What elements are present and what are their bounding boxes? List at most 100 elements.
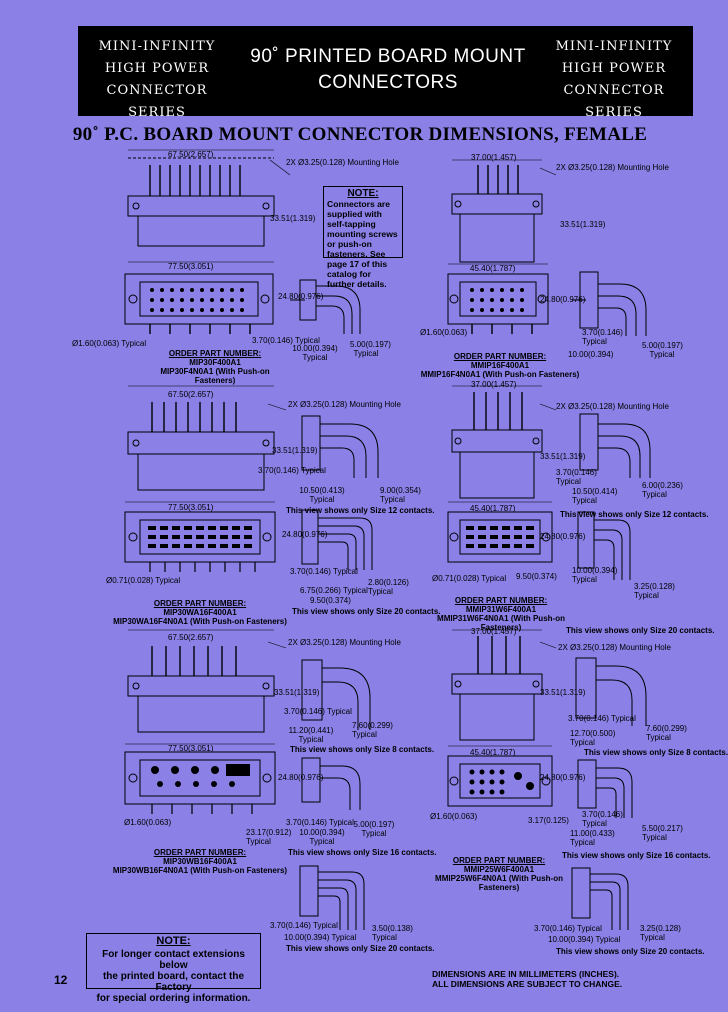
drawing-front-view-5 [124,751,276,814]
dim-t4: 3.70(0.146) Typical [582,328,623,346]
dim-t38: 3.17(0.125) [528,816,569,825]
dim-width-10: 37.00(1.457) [471,627,517,636]
view-note-6: This view shows only Size 8 contacts. [584,748,728,757]
note-text: Connectors are supplied with self-tappin… [327,199,398,289]
dim-t3: 5.00(0.197) Typical [350,340,391,358]
dim-pin-4: Ø0.71(0.028) Typical [432,574,507,583]
drawing-side-view-4 [451,392,543,499]
dim-t29: 3.70(0.146) Typical [582,810,623,828]
drawing-profile-6 [577,511,631,580]
dim-height-12: 24.80(0.976) [540,773,586,782]
dim-height-7: 24.80(0.976) [282,530,328,539]
view-note-8: This view shows only Size 16 contacts. [562,851,711,860]
series-logo-left: MINI-INFINITY HIGH POWER CONNECTOR SERIE… [98,39,216,120]
dim-hole-2: 2X Ø3.25(0.128) Mounting Hole [556,163,669,172]
series-logo-right: MINI-INFINITY HIGH POWER CONNECTOR SERIE… [555,39,673,120]
dim-hole-4: 2X Ø3.25(0.128) Mounting Hole [556,402,669,411]
dim-t18: 3.25(0.128) Typical [634,582,675,600]
dim-height-9: 33.51(1.319) [274,688,320,697]
dim-t1: 3.70(0.146) Typical [252,336,320,345]
drawing-side-view-5 [127,646,275,733]
order-part-number-r3-right: ORDER PART NUMBER: MMIP25W6F400A1 MMIP25… [435,856,563,892]
page-number: 12 [54,973,68,987]
note-title: NOTE: [347,188,379,199]
view-note-5: This view shows only Size 8 contacts. [290,745,435,754]
dim-hole-3: 2X Ø3.25(0.128) Mounting Hole [288,400,401,409]
dim-height-10: 33.51(1.319) [540,688,586,697]
dim-height-8: 24.80(0.976) [540,532,586,541]
drawing-front-view-4 [447,511,553,563]
page-heading: 90˚ P.C. BOARD MOUNT CONNECTOR DIMENSION… [72,124,648,145]
dim-height-3: 24.80(0.976) [278,292,324,301]
order-part-number-r1-left: ORDER PART NUMBER: MIP30F400A1 MIP30F4N0… [160,349,270,385]
drawing-profile-4 [301,509,373,570]
dim-t37: 3.25(0.128) Typical [640,924,681,942]
dim-t30: 11.00(0.433) Typical [570,829,615,847]
dim-pin-3: Ø0.71(0.028) Typical [106,576,181,585]
drawing-profile-9 [299,865,365,930]
dim-t10: 3.70(0.146) Typical [556,468,597,486]
view-note-9: This view shows only Size 20 contacts. [286,944,435,953]
dim-width-12: 45.40(1.787) [470,748,516,757]
dim-t34: 3.50(0.138) Typical [372,924,413,942]
dim-hole-6: 2X Ø3.25(0.128) Mounting Hole [558,643,671,652]
dim-width-4: 45.40(1.787) [470,264,516,273]
dim-t36: 10.00(0.394) Typical [548,935,621,944]
note-box-mounting: NOTE: Connectors are supplied with self-… [323,186,403,289]
drawing-front-view-6 [447,755,553,807]
dim-t19: 3.70(0.146) Typical [284,707,352,716]
drawing-profile-10 [575,657,647,726]
dim-t15: 9.50(0.374) [310,596,351,605]
view-note-7: This view shows only Size 16 contacts. [288,848,437,857]
dim-pin-1: Ø1.60(0.063) Typical [72,339,147,348]
dim-t16: 3.70(0.146) Typical [290,567,358,576]
dim-t20: 11.20(0.441) Typical [288,726,334,744]
order-part-number-r2-right: ORDER PART NUMBER: MMIP31W6F400A1 MMIP31… [437,596,565,632]
dim-height-6: 33.51(1.319) [540,452,586,461]
dim-t26: 3.70(0.146) Typical [286,818,354,827]
dim-width-3: 77.50(3.051) [168,262,214,271]
drawing-profile-11 [577,759,633,818]
dim-t12: 6.00(0.236) Typical [642,481,683,499]
dim-t6: 5.00(0.197) Typical [642,341,683,359]
dim-t27: 10.00(0.394) Typical [299,828,345,846]
dim-t23: 12.70(0.500) Typical [570,729,616,747]
order-part-number-r2-left: ORDER PART NUMBER: MIP30WA16F400A1 MIP30… [113,599,287,626]
dim-t32: 3.70(0.146) Typical [270,921,338,930]
dim-t33: 10.00(0.394) Typical [284,933,357,942]
dim-pin-6: Ø1.60(0.063) [430,812,478,821]
dim-hole-5: 2X Ø3.25(0.128) Mounting Hole [288,638,401,647]
dim-t17: 10.00(0.394) Typical [572,566,618,584]
dim-t25: 23.17(0.912) Typical [246,828,292,846]
drawing-side-view-1 [127,157,275,247]
header-title: 90˚ PRINTED BOARD MOUNT CONNECTORS [250,46,526,93]
dim-width-1: 67.50(2.657) [168,150,214,159]
dim-t2: 10.00(0.394) Typical [292,344,338,362]
drawing-side-view-6 [451,636,543,741]
dim-height-1: 33.51(1.319) [270,214,316,223]
dim-t9: 9.00(0.354) Typical [380,486,421,504]
dim-height-11: 24.80(0.976) [278,773,324,782]
drawing-profile-5 [579,413,651,478]
dim-width-7: 77.50(3.051) [168,503,214,512]
dim-t14: 6.75(0.266) Typical [300,586,368,595]
drawing-side-view-2 [451,165,543,263]
order-part-number-r1-right: ORDER PART NUMBER: MMIP16F400A1 MMIP16F4… [420,352,580,379]
dim-height-4: 24.80(0.976) [540,295,586,304]
view-note-10: This view shows only Size 20 contacts. [556,947,705,956]
view-note-4: This view shows only Size 20 contacts. [566,626,715,635]
dim-pin-5: Ø1.60(0.063) [124,818,172,827]
dim-t24: 7.60(0.299) Typical [646,724,687,742]
dim-t5: 10.00(0.394) [568,350,614,359]
header-banner: MINI-INFINITY HIGH POWER CONNECTOR SERIE… [78,26,693,120]
dim-width-11: 77.50(3.051) [168,744,214,753]
dim-t39: 9.50(0.374) [516,572,557,581]
dim-hole-1: 2X Ø3.25(0.128) Mounting Hole [286,158,399,167]
dim-width-8: 45.40(1.787) [470,504,516,513]
dim-t8: 10.50(0.413) Typical [299,486,345,504]
dim-width-2: 37.00(1.457) [471,153,517,162]
dim-width-6: 37.00(1.457) [471,380,517,389]
note-bottom-title: NOTE: [156,935,191,947]
dim-pin-2: Ø1.60(0.063) [420,328,468,337]
